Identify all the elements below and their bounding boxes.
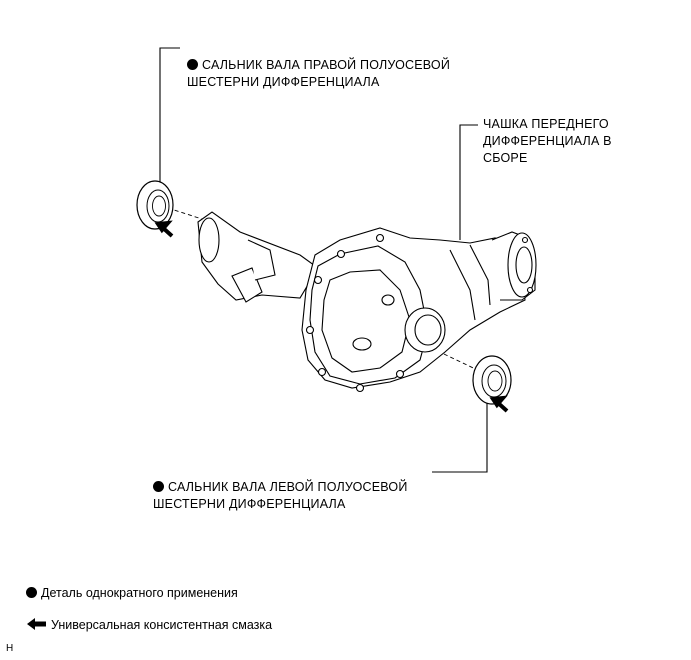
arrow-left-icon — [27, 618, 46, 630]
grease-arrow-right-icon — [154, 220, 174, 238]
non-reusable-dot-icon — [153, 481, 164, 492]
label-left-seal-text: САЛЬНИК ВАЛА ЛЕВОЙ ПОЛУОСЕВОЙ ШЕСТЕРНИ Д… — [153, 480, 408, 511]
left-oil-seal-drawing — [472, 355, 512, 405]
legend-grease: Универсальная консистентная смазка — [26, 617, 272, 633]
right-oil-seal-drawing — [136, 180, 174, 230]
label-right-seal: САЛЬНИК ВАЛА ПРАВОЙ ПОЛУОСЕВОЙ ШЕСТЕРНИ … — [187, 40, 450, 91]
label-right-seal-text: САЛЬНИК ВАЛА ПРАВОЙ ПОЛУОСЕВОЙ ШЕСТЕРНИ … — [187, 58, 451, 89]
label-front-diff-carrier: ЧАШКА ПЕРЕДНЕГО ДИФФЕРЕНЦИАЛА В СБОРЕ — [483, 117, 612, 165]
leader-diff-carrier — [459, 124, 478, 240]
legend-grease-text: Универсальная консистентная смазка — [51, 618, 273, 632]
dashed-axis-right — [167, 207, 206, 221]
front-differential-carrier-drawing — [197, 211, 537, 393]
filled-circle-icon — [26, 587, 37, 598]
legend-non-reusable: Деталь однократного применения — [26, 585, 238, 601]
legend-non-reusable-text: Деталь однократного применения — [41, 586, 238, 600]
leader-right-seal — [159, 47, 180, 182]
label-left-seal: САЛЬНИК ВАЛА ЛЕВОЙ ПОЛУОСЕВОЙ ШЕСТЕРНИ Д… — [153, 462, 408, 513]
non-reusable-dot-icon — [187, 59, 198, 70]
grease-arrow-left-icon — [489, 395, 509, 413]
leader-left-seal — [432, 380, 488, 473]
corner-mark: H — [6, 643, 14, 654]
